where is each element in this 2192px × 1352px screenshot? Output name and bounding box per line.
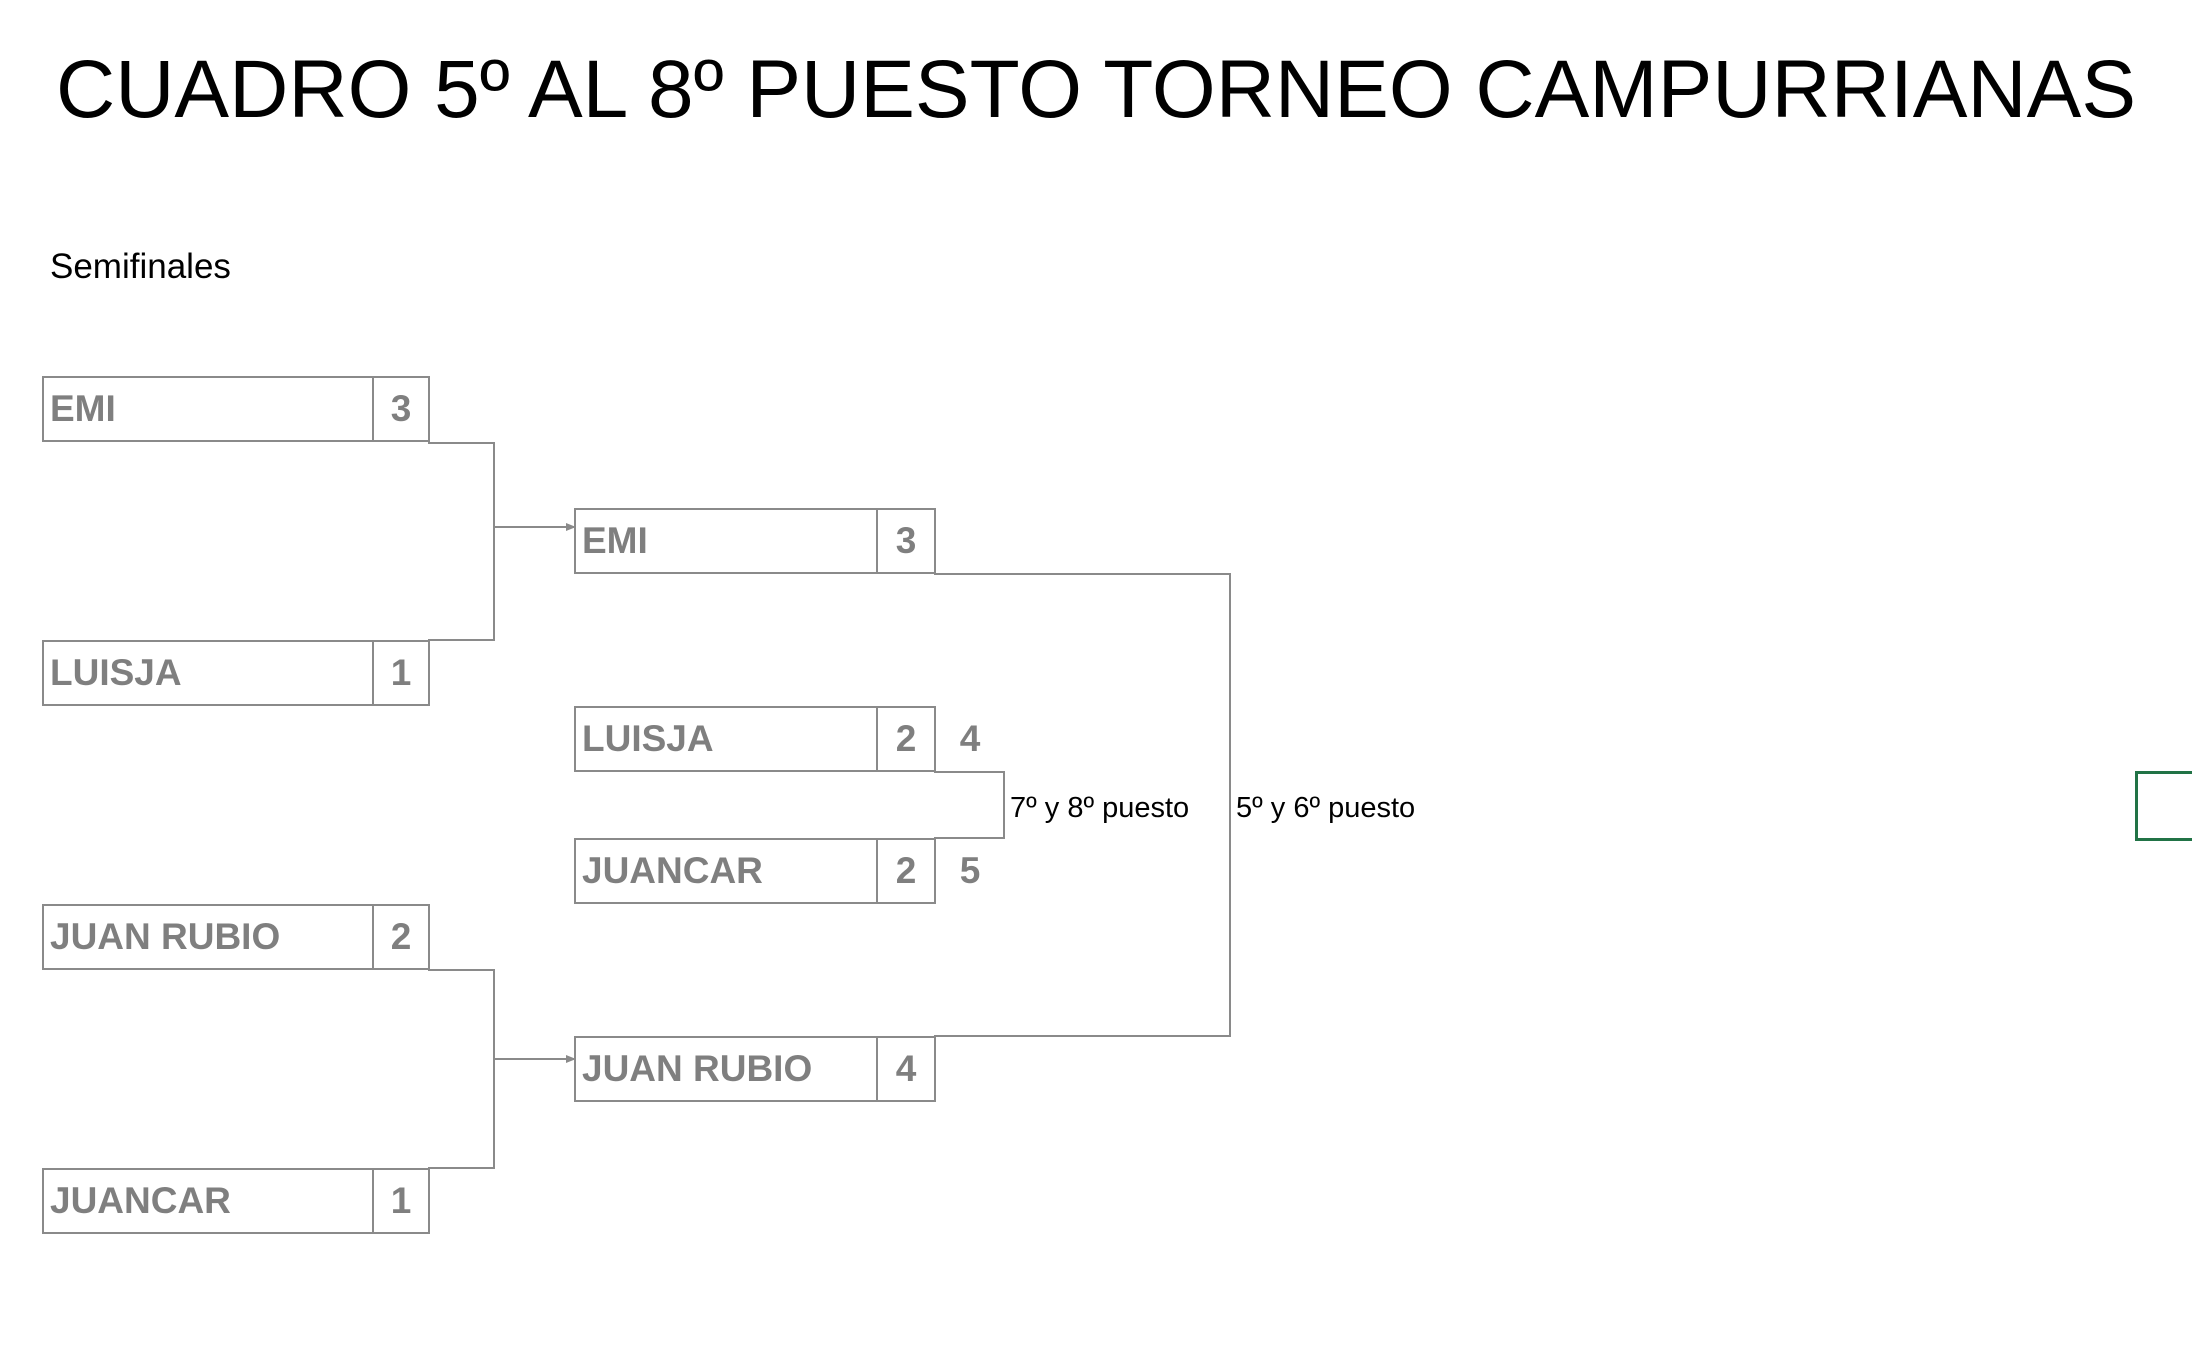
- place-label-7-8: 7º y 8º puesto: [1010, 792, 1190, 824]
- player-score: 4: [895, 1048, 917, 1089]
- player-name: EMI: [44, 378, 374, 440]
- final-7-8-entry-1: LUISJA 2: [574, 706, 936, 772]
- tiebreak-score: 4: [959, 718, 981, 759]
- player-name: LUISJA: [576, 708, 878, 770]
- selected-cell[interactable]: [2135, 771, 2192, 841]
- player-score: 3: [895, 520, 917, 561]
- semifinal-entry-3: JUAN RUBIO 2: [42, 904, 430, 970]
- connector-semi-2: [428, 969, 495, 1169]
- player-score: 1: [390, 652, 412, 693]
- tiebreak-score: 5: [959, 850, 981, 891]
- player-name: LUISJA: [44, 642, 374, 704]
- player-score: 1: [390, 1180, 412, 1221]
- player-score: 2: [390, 916, 412, 957]
- player-score: 3: [390, 388, 412, 429]
- semifinal-entry-4: JUANCAR 1: [42, 1168, 430, 1234]
- final-5-6-entry-2: JUAN RUBIO 4: [574, 1036, 936, 1102]
- player-score: 2: [895, 718, 917, 759]
- final-5-6-entry-1: EMI 3: [574, 508, 936, 574]
- place-label-5-6: 5º y 6º puesto: [1236, 792, 1416, 824]
- connector-final-7-8: [934, 771, 1005, 839]
- semifinal-entry-1: EMI 3: [42, 376, 430, 442]
- round-label-semifinales: Semifinales: [50, 247, 231, 286]
- player-name: EMI: [576, 510, 878, 572]
- semifinal-entry-2: LUISJA 1: [42, 640, 430, 706]
- page-title: CUADRO 5º AL 8º PUESTO TORNEO CAMPURRIAN…: [56, 44, 2137, 135]
- player-score: 2: [895, 850, 917, 891]
- final-7-8-entry-2: JUANCAR 2: [574, 838, 936, 904]
- player-name: JUANCAR: [576, 840, 878, 902]
- connector-semi-1: [428, 442, 495, 641]
- player-name: JUANCAR: [44, 1170, 374, 1232]
- player-name: JUAN RUBIO: [44, 906, 374, 968]
- player-name: JUAN RUBIO: [576, 1038, 878, 1100]
